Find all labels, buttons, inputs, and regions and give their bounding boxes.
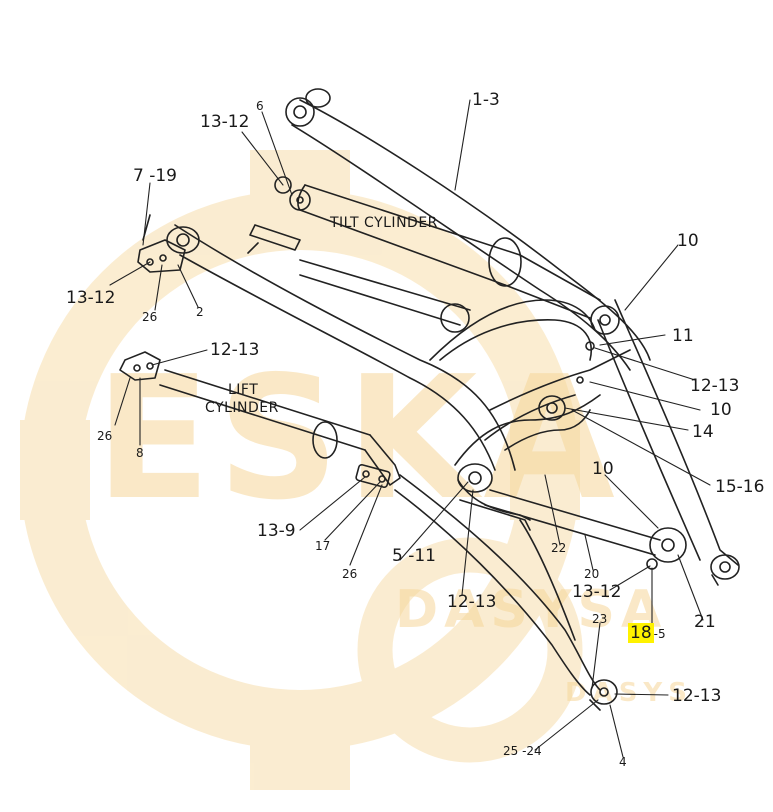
crank-top-pin bbox=[590, 305, 620, 335]
boom-top-pin bbox=[285, 97, 315, 127]
boom-lower-edge bbox=[614, 299, 739, 566]
bottom-pin-4 bbox=[590, 679, 618, 705]
crank-pin-14 bbox=[538, 395, 566, 421]
label-10-a: 10 bbox=[677, 231, 699, 251]
lift-cylinder-clamp bbox=[355, 464, 391, 488]
label-5-11: 5 -11 bbox=[392, 546, 436, 566]
link-pin-2 bbox=[166, 226, 200, 254]
label-18-5: 18-5 bbox=[628, 623, 666, 643]
label-25-24: 25 -24 bbox=[503, 744, 542, 758]
label-6: 6 bbox=[256, 99, 264, 113]
label-26-a: 26 bbox=[142, 310, 158, 324]
label-7-19: 7 -19 bbox=[133, 166, 177, 186]
label-11: 11 bbox=[672, 326, 694, 346]
label-18-suffix: -5 bbox=[653, 627, 666, 641]
tilt-cylinder-label: TILT CYLINDER bbox=[330, 215, 438, 231]
watermark-subtext-2: DASYS bbox=[565, 678, 693, 708]
boom-end-pin bbox=[710, 554, 740, 580]
label-26-b: 26 bbox=[97, 429, 113, 443]
label-15-16: 15-16 bbox=[715, 477, 765, 497]
label-13-12-c: 13-12 bbox=[572, 582, 622, 602]
label-2: 2 bbox=[196, 305, 204, 319]
label-10-c: 10 bbox=[592, 459, 614, 479]
bell-crank-frame bbox=[429, 299, 596, 361]
label-13-12-top: 13-12 bbox=[200, 112, 250, 132]
bucket-link-22 bbox=[484, 489, 661, 556]
tilt-cylinder-pin bbox=[289, 189, 311, 211]
label-12-13-c: 12-13 bbox=[447, 592, 497, 612]
tilt-cylinder-body bbox=[299, 184, 521, 286]
leader-lines bbox=[109, 99, 711, 758]
lift-cylinder-body bbox=[159, 369, 371, 451]
label-17: 17 bbox=[315, 539, 331, 553]
label-1-3: 1-3 bbox=[472, 90, 500, 110]
bottom-link bbox=[399, 474, 601, 691]
label-21: 21 bbox=[694, 612, 716, 632]
label-23: 23 bbox=[592, 612, 608, 626]
label-10-b: 10 bbox=[710, 400, 732, 420]
watermark-text: ESKA bbox=[95, 340, 621, 538]
pin-plate-left bbox=[119, 351, 161, 381]
lift-cylinder-label-1: LIFT bbox=[228, 382, 259, 398]
label-13-12-left: 13-12 bbox=[66, 288, 116, 308]
label-12-13-a: 12-13 bbox=[210, 340, 260, 360]
boom-upper-edge-2 bbox=[291, 124, 631, 371]
highlighted-part-18: 18 bbox=[628, 623, 654, 643]
lift-cylinder-label-2: CYLINDER bbox=[205, 400, 279, 416]
label-13-9: 13-9 bbox=[257, 521, 296, 541]
bucket-link-end bbox=[649, 527, 687, 563]
label-12-13-b: 12-13 bbox=[690, 376, 740, 396]
crank-lower-pin bbox=[457, 463, 493, 493]
label-4: 4 bbox=[619, 755, 627, 769]
label-22: 22 bbox=[551, 541, 567, 555]
tilt-link-arm bbox=[174, 224, 516, 471]
label-8: 8 bbox=[136, 446, 144, 460]
label-20: 20 bbox=[584, 567, 600, 581]
label-14: 14 bbox=[692, 422, 714, 442]
label-26-c: 26 bbox=[342, 567, 358, 581]
watermark-subtext: DASYSA bbox=[395, 580, 668, 640]
label-12-13-d: 12-13 bbox=[672, 686, 722, 706]
lift-cylinder-rod bbox=[299, 259, 471, 326]
